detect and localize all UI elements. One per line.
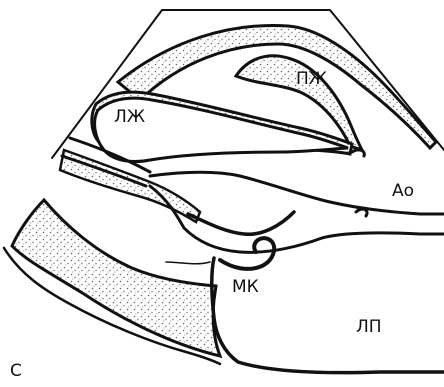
la-posterior-wall bbox=[12, 200, 220, 356]
aortic-cusp-upper bbox=[352, 150, 364, 156]
label-la: ЛП bbox=[356, 317, 382, 337]
aortic-cusp-lower bbox=[356, 209, 367, 216]
panel-letter: С bbox=[10, 361, 22, 381]
mitral-anterior-leaflet bbox=[188, 212, 294, 234]
chordae-line bbox=[166, 262, 210, 264]
label-rv: ПЖ bbox=[296, 69, 327, 89]
label-mv: МК bbox=[232, 277, 259, 297]
la-inner-wall bbox=[212, 258, 444, 373]
label-ao: Ао bbox=[392, 181, 414, 201]
label-lv: ЛЖ bbox=[114, 107, 145, 127]
